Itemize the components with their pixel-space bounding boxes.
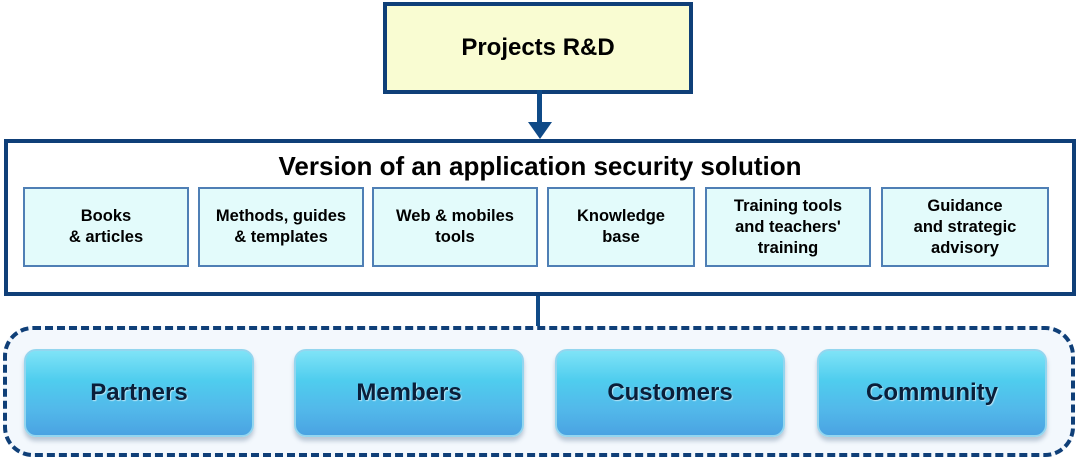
item-web-mobile-tools: Web & mobiles tools [372,187,538,267]
item-knowledge-base: Knowledge base [547,187,695,267]
item-training-tools: Training tools and teachers' training [705,187,871,267]
item-guidance-advisory: Guidance and strategic advisory [881,187,1049,267]
solution-version-title: Version of an application security solut… [278,151,802,181]
stakeholder-members-label: Members [356,379,462,406]
arrow-head-icon [528,122,552,139]
item-methods-guides-templates: Methods, guides & templates [198,187,364,267]
stakeholder-members: Members [294,349,524,437]
stakeholder-partners: Partners [24,349,254,437]
connector-arrow-line [537,90,542,124]
stakeholder-customers-label: Customers [607,379,733,406]
projects-rd-label: Projects R&D [461,34,615,61]
stakeholder-community-label: Community [866,379,998,406]
stakeholder-community: Community [817,349,1047,437]
solution-version-box: Version of an application security solut… [4,139,1076,296]
projects-rd-box: Projects R&D [383,2,693,94]
stakeholder-customers: Customers [555,349,785,437]
item-books-articles: Books & articles [23,187,189,267]
stakeholder-partners-label: Partners [90,379,188,406]
connector-line [536,296,540,328]
